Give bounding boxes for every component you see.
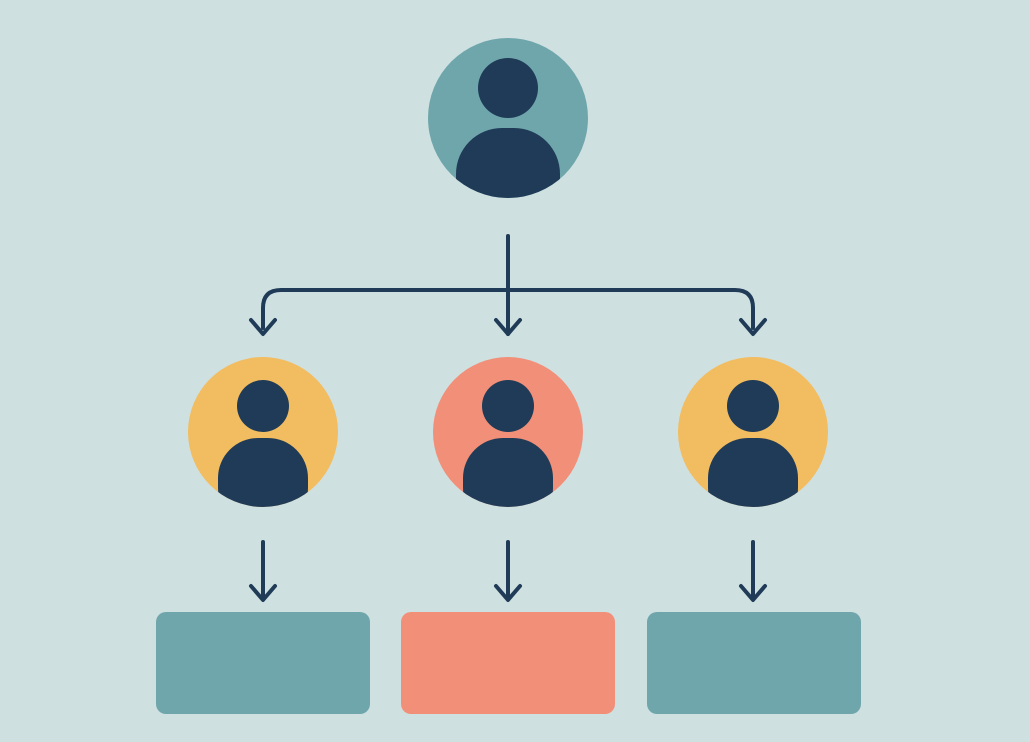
arrowhead-center — [494, 318, 522, 336]
arrowhead-right — [739, 318, 767, 336]
left-person-node — [188, 357, 338, 507]
top-person-node — [428, 38, 588, 198]
right-person-node — [678, 357, 828, 507]
right-box — [647, 612, 861, 714]
center-box — [401, 612, 615, 714]
arrowhead-left — [249, 318, 277, 336]
connector-lines — [249, 234, 767, 602]
down-arrowhead-center — [494, 584, 522, 602]
center-person-node — [433, 357, 583, 507]
branch-bar — [261, 288, 755, 330]
left-box — [156, 612, 370, 714]
down-arrowhead-left — [249, 584, 277, 602]
person-icon — [456, 58, 560, 198]
down-arrowhead-right — [739, 584, 767, 602]
